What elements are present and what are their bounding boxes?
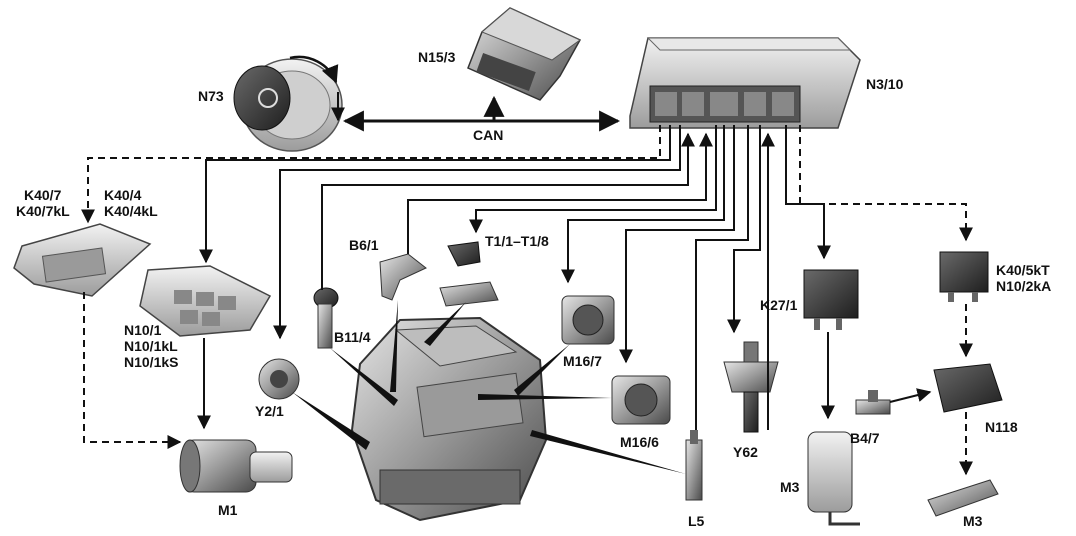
sensor-b6-1 <box>379 253 427 301</box>
label-n15-3: N15/3 <box>418 49 456 65</box>
label-k40-4: K40/4 <box>104 187 142 203</box>
ecu-n3-10 <box>629 37 861 129</box>
label-n118: N118 <box>985 419 1018 435</box>
label-b6-1: B6/1 <box>349 237 379 253</box>
label-k27-1: K27/1 <box>760 297 798 313</box>
label-n10-1kl: N10/1kL <box>124 338 178 354</box>
label-k40-5kt: K40/5kT <box>996 262 1050 278</box>
valve-y2-1 <box>258 358 300 400</box>
label-m16-6: M16/6 <box>620 434 659 450</box>
sensor-l5 <box>685 430 703 501</box>
label-n73: N73 <box>198 88 224 104</box>
label-k40-7: K40/7 <box>24 187 62 203</box>
throttle-m16-6 <box>611 375 671 425</box>
label-m3-right: M3 <box>963 513 983 529</box>
label-can: CAN <box>473 127 504 143</box>
label-b4-7: B4/7 <box>850 430 880 446</box>
injector-y62 <box>723 341 779 433</box>
engine-block <box>350 316 548 522</box>
starter-m1 <box>179 439 293 493</box>
sensor-b11-4 <box>313 287 339 349</box>
label-m1: M1 <box>218 502 238 518</box>
module-n118 <box>933 363 1003 413</box>
fuel-pump-m3-left <box>807 431 860 526</box>
label-n3-10: N3/10 <box>866 76 904 92</box>
label-m16-7: M16/7 <box>563 353 602 369</box>
label-t1: T1/1–T1/8 <box>485 233 549 249</box>
label-y62: Y62 <box>733 444 758 460</box>
connection-lines <box>81 95 973 476</box>
relay-k27-1 <box>803 269 859 330</box>
label-k40-7kl: K40/7kL <box>16 203 70 219</box>
label-n10-1ks: N10/1kS <box>124 354 179 370</box>
label-n10-1: N10/1 <box>124 322 162 338</box>
location-pointers <box>292 300 686 474</box>
fuse-box-k40 <box>13 223 152 297</box>
module-n15-3 <box>467 7 582 101</box>
throttle-m16-7 <box>561 295 615 345</box>
sensor-b4-7 <box>855 390 891 415</box>
label-m3-left: M3 <box>780 479 800 495</box>
ignition-coil-t1 <box>439 241 499 307</box>
label-k40-4kl: K40/4kL <box>104 203 158 219</box>
label-n10-2ka: N10/2kA <box>996 278 1052 294</box>
relay-k40-5kt <box>939 251 989 302</box>
sam-n10-1 <box>139 265 272 337</box>
ignition-switch-n73 <box>233 55 345 152</box>
fuel-pump-m3-right <box>927 479 999 517</box>
label-b11-4: B11/4 <box>334 329 371 345</box>
label-y2-1: Y2/1 <box>255 403 284 419</box>
label-l5: L5 <box>688 513 705 529</box>
